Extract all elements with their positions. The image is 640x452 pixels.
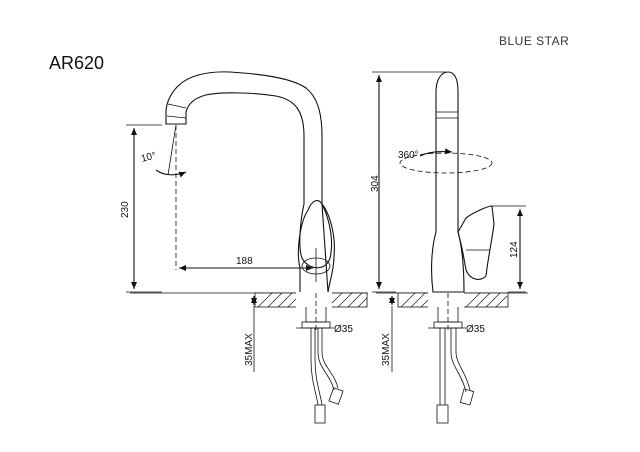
- dim-height-to-spout: 230: [120, 201, 131, 218]
- dim-spout-reach: 188: [236, 256, 253, 267]
- front-view: 230 10° 188 35MAX Ø35: [120, 71, 368, 424]
- brand-name: BLUE STAR: [499, 34, 569, 48]
- hoses-front: [310, 328, 344, 424]
- dim-handle-height: 124: [509, 241, 520, 258]
- model-number: AR620: [49, 53, 104, 73]
- dim-hole-diameter-side: Ø35: [466, 324, 485, 335]
- side-view: 360° 304 124 35MAX Ø35: [370, 71, 528, 424]
- dim-hole-diameter-front: Ø35: [334, 324, 353, 335]
- faucet-body-front: [165, 71, 335, 293]
- handle-lever-front: [299, 203, 333, 269]
- handle-lever-side: [457, 205, 495, 280]
- dim-max-thickness-side: 35MAX: [381, 333, 392, 366]
- rotation-label: 360°: [398, 150, 419, 161]
- hoses-side: [436, 328, 475, 424]
- dim-max-thickness-front: 35MAX: [244, 333, 255, 366]
- faucet-body-side: [431, 71, 465, 293]
- dim-total-height: 304: [370, 175, 381, 192]
- countertop-hatch-side: [397, 292, 509, 308]
- angle-arc: [155, 169, 187, 178]
- countertop-hatch-front: [254, 292, 368, 308]
- angle-label: 10°: [140, 150, 157, 165]
